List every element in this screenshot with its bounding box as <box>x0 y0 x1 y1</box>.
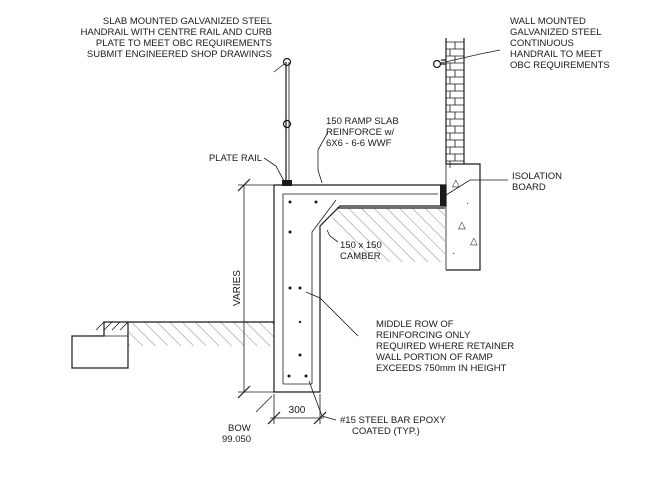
leader-slab-handrail <box>273 63 285 73</box>
rebar-dot-2 <box>314 200 318 204</box>
reinforcing-outer-bar <box>282 193 438 384</box>
note-slab-handrail-line-2: HANDRAIL WITH CENTRE RAIL AND CURB <box>81 27 272 38</box>
note-wall-handrail-line-3: CONTINUOUS <box>510 38 574 49</box>
left-step-hatch-b <box>103 321 113 331</box>
concrete-aggregate-4: △ <box>470 236 478 247</box>
rebar-dot-1 <box>288 200 292 204</box>
note-middle-row-line-3: REQUIRED WHERE RETAINER <box>376 341 514 352</box>
note-bow-line-1: BOW <box>228 423 251 434</box>
concrete-aggregate-5: · <box>452 248 455 259</box>
rebar-dot-3 <box>288 230 292 234</box>
note-slab-handrail-line-3: PLATE TO MEET OBC REQUIREMENTS <box>96 38 272 49</box>
leader-steel-bar <box>308 380 337 421</box>
note-ramp-slab-line-1: 150 RAMP SLAB <box>326 116 399 127</box>
note-wall-handrail-line-5: OBC REQUIREMENTS <box>510 60 610 71</box>
leader-isolation-board <box>445 179 508 196</box>
leader-plate-rail <box>263 157 285 182</box>
foundation-wall-outline <box>446 163 481 271</box>
left-step-hatch-c <box>111 321 121 331</box>
note-wall-handrail: WALL MOUNTED GALVANIZED STEEL CONTINUOUS… <box>510 16 610 71</box>
rebar-dot-4 <box>288 286 292 290</box>
note-steel-bar-line-1: #15 STEEL BAR EPOXY <box>340 415 446 426</box>
note-ramp-slab: 150 RAMP SLAB REINFORCE w/ 6X6 - 6-6 WWF <box>326 116 399 149</box>
note-plate-rail: PLATE RAIL <box>209 153 262 164</box>
handrail-centre-rail-circle <box>282 119 292 129</box>
note-middle-row: MIDDLE ROW OF REINFORCING ONLY REQUIRED … <box>376 319 514 374</box>
dim-300-tick-right <box>313 411 327 425</box>
concrete-aggregate-3: △ <box>458 220 466 231</box>
note-camber-line-1: 150 x 150 <box>340 240 382 251</box>
left-ground <box>71 321 274 369</box>
leader-lines <box>255 49 508 421</box>
note-slab-handrail-line-1: SLAB MOUNTED GALVANIZED STEEL <box>103 16 272 27</box>
rebar-dot-5 <box>298 286 302 290</box>
brick-courses <box>446 41 464 168</box>
note-wall-handrail-line-2: GALVANIZED STEEL <box>510 27 602 38</box>
leader-camber <box>326 229 339 243</box>
note-steel-bar: #15 STEEL BAR EPOXY COATED (TYP.) <box>340 415 446 437</box>
leader-ramp-slab <box>317 131 329 184</box>
note-middle-row-line-1: MIDDLE ROW OF <box>376 319 454 330</box>
wall-handrail <box>432 59 446 69</box>
ramp-concrete-outline <box>273 184 447 393</box>
note-middle-row-line-2: REINFORCING ONLY <box>376 330 471 341</box>
dim-300-label: 300 <box>289 405 306 416</box>
note-camber: 150 x 150 CAMBER <box>340 240 382 262</box>
dimension-300: 300 <box>267 394 327 425</box>
wall-handrail-bracket <box>440 59 446 65</box>
varies-tick-top <box>237 178 251 192</box>
left-earth-hatch <box>128 322 274 346</box>
brick-wall <box>445 38 465 168</box>
rebar-dot-8 <box>304 374 308 378</box>
dim-300-tick-left <box>267 411 281 425</box>
curb-plate <box>282 180 292 186</box>
ramp-wall-section <box>273 184 447 393</box>
reinforcing-inner-bar <box>311 199 337 384</box>
wall-handrail-circle <box>432 59 442 69</box>
left-step-hatch-d <box>119 321 129 331</box>
rebar-dot-7 <box>287 374 291 378</box>
leader-bow <box>255 395 273 413</box>
note-wall-handrail-line-4: HANDRAIL TO MEET <box>510 49 602 60</box>
note-isolation-board: ISOLATION BOARD <box>512 171 562 193</box>
concrete-aggregate-1: △ <box>452 178 460 189</box>
rebar-dot-6 <box>298 353 302 357</box>
dimension-varies: VARIES <box>232 178 274 399</box>
note-isolation-board-line-2: BOARD <box>512 182 546 193</box>
note-plate-rail-line-1: PLATE RAIL <box>209 153 262 164</box>
note-ramp-slab-line-2: REINFORCE w/ <box>326 127 394 138</box>
foundation-wall: △ · △ △ · <box>445 163 481 271</box>
note-slab-handrail: SLAB MOUNTED GALVANIZED STEEL HANDRAIL W… <box>81 16 272 60</box>
note-middle-row-line-5: EXCEEDS 750mm IN HEIGHT <box>376 363 507 374</box>
note-middle-row-line-4: WALL PORTION OF RAMP <box>376 352 493 363</box>
note-steel-bar-line-2: COATED (TYP.) <box>352 426 420 437</box>
leader-wall-handrail <box>440 49 501 64</box>
note-slab-handrail-line-4: SUBMIT ENGINEERED SHOP DRAWINGS <box>87 49 272 60</box>
left-step-hatch-a <box>95 321 105 331</box>
note-camber-line-2: CAMBER <box>340 251 381 262</box>
varies-tick-bottom <box>237 385 251 399</box>
left-step-profile <box>71 321 129 369</box>
handrail-top-rail-circle <box>282 57 292 67</box>
note-bow-line-2: 99.050 <box>222 434 251 445</box>
varies-label: VARIES <box>232 270 243 306</box>
right-earth-hatch <box>330 208 445 262</box>
leader-middle-row <box>305 291 359 337</box>
note-bow: BOW 99.050 <box>222 423 251 445</box>
right-ground <box>330 207 445 262</box>
note-wall-handrail-line-1: WALL MOUNTED <box>510 16 586 27</box>
rebar-dot-9 <box>298 320 302 324</box>
slab-handrail <box>282 57 292 186</box>
note-ramp-slab-line-3: 6X6 - 6-6 WWF <box>326 138 392 149</box>
concrete-aggregate-2: · <box>466 198 469 209</box>
isolation-board-strip <box>440 185 446 206</box>
note-isolation-board-line-1: ISOLATION <box>512 171 562 182</box>
